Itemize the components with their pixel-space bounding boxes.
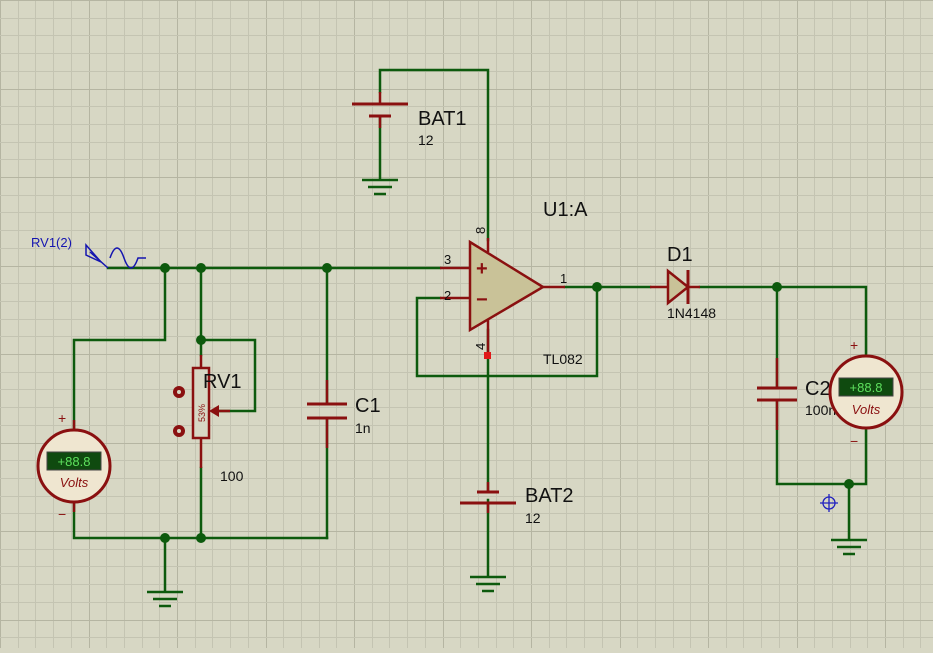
opamp-part-label: TL082 bbox=[543, 351, 583, 367]
pot-wiper-arrow bbox=[209, 405, 219, 417]
wire-bat1-top[interactable] bbox=[378, 68, 490, 242]
opamp-pin4-label: 4 bbox=[473, 343, 488, 350]
opamp-ref-label: U1:A bbox=[543, 199, 588, 221]
wire-c2-bottom[interactable] bbox=[775, 398, 868, 486]
ground-symbol-left bbox=[147, 590, 183, 608]
diode-ref-label: D1 bbox=[667, 244, 693, 266]
bat2-ref-label: BAT2 bbox=[525, 485, 574, 507]
meter-reading: +88.8 bbox=[850, 380, 883, 395]
junction-dot bbox=[772, 282, 782, 292]
meter-reading: +88.8 bbox=[58, 454, 91, 469]
meter-minus-label: − bbox=[58, 506, 66, 522]
wire-left-meter-top[interactable] bbox=[72, 266, 167, 434]
junctions bbox=[160, 263, 854, 543]
ground-symbol-bat1 bbox=[362, 178, 398, 196]
probe-arrow-icon bbox=[85, 243, 102, 263]
junction-dot bbox=[196, 335, 206, 345]
c2-value-label: 100n bbox=[805, 402, 836, 418]
diode-d1[interactable]: D1 1N4148 bbox=[650, 244, 716, 321]
bat1-ref-label: BAT1 bbox=[418, 108, 467, 130]
opamp-pin8-label: 8 bbox=[473, 227, 488, 234]
meter-unit-label: Volts bbox=[60, 475, 89, 490]
junction-dot bbox=[160, 533, 170, 543]
pot-decrement-button[interactable] bbox=[173, 425, 185, 437]
opamp-pin3-label: 3 bbox=[444, 252, 451, 267]
rv1-value-label: 100 bbox=[220, 468, 244, 484]
junction-dot bbox=[160, 263, 170, 273]
voltmeter-left[interactable]: +88.8 Volts + − bbox=[36, 410, 112, 522]
c2-ref-label: C2 bbox=[805, 378, 831, 400]
capacitor-c1[interactable]: C1 1n bbox=[307, 380, 381, 448]
bat2-value-label: 12 bbox=[525, 510, 541, 526]
opamp-pin1-label: 1 bbox=[560, 271, 567, 286]
sine-wave-icon bbox=[109, 247, 146, 269]
origin-marker-icon bbox=[820, 494, 838, 512]
opamp-plus-sign: + bbox=[476, 258, 488, 280]
opamp-minus-sign: − bbox=[476, 289, 488, 311]
meter-display bbox=[46, 451, 102, 471]
junction-dot bbox=[196, 533, 206, 543]
wires[interactable] bbox=[72, 68, 868, 592]
voltmeter-right[interactable]: +88.8 Volts + − bbox=[828, 337, 904, 449]
meter-unit-label: Volts bbox=[852, 402, 881, 417]
opamp-pin2-label: 2 bbox=[444, 288, 451, 303]
potentiometer-rv1[interactable]: 53% RV1 100 bbox=[173, 355, 244, 484]
pin-marker bbox=[484, 352, 491, 359]
junction-dot bbox=[196, 263, 206, 273]
opamp-body bbox=[468, 239, 546, 333]
ground-symbol-right bbox=[831, 538, 867, 556]
junction-dot bbox=[844, 479, 854, 489]
wire-feedback[interactable] bbox=[415, 285, 599, 378]
diode-triangle bbox=[666, 268, 691, 306]
junction-dot bbox=[322, 263, 332, 273]
battery-bat1[interactable]: BAT1 12 bbox=[352, 92, 467, 148]
bat1-value-label: 12 bbox=[418, 132, 434, 148]
junction-dot bbox=[592, 282, 602, 292]
capacitor-c2[interactable]: C2 100n bbox=[757, 358, 836, 430]
probe-lead bbox=[89, 251, 109, 269]
c1-ref-label: C1 bbox=[355, 395, 381, 417]
meter-display bbox=[838, 377, 894, 397]
ground-symbol-bat2 bbox=[470, 575, 506, 593]
voltage-probe[interactable]: RV1(2) bbox=[31, 235, 146, 269]
pot-increment-button[interactable] bbox=[173, 386, 185, 398]
meter-plus-label: + bbox=[58, 410, 66, 426]
wire-rv1-wiper[interactable] bbox=[199, 338, 257, 413]
probe-label: RV1(2) bbox=[31, 235, 72, 250]
meter-minus-label: − bbox=[850, 433, 858, 449]
wire-diode-out[interactable] bbox=[698, 285, 868, 358]
rv1-ref-label: RV1 bbox=[203, 371, 242, 393]
wire-left-meter-bottom[interactable] bbox=[72, 498, 329, 540]
diode-part-label: 1N4148 bbox=[667, 305, 716, 321]
meter-plus-label: + bbox=[850, 337, 858, 353]
battery-bat2[interactable]: BAT2 12 bbox=[460, 482, 574, 526]
c1-value-label: 1n bbox=[355, 420, 371, 436]
pot-wiper-position: 53% bbox=[197, 404, 207, 422]
opamp-u1a[interactable]: + − 3 2 1 8 4 U1:A TL082 bbox=[440, 199, 588, 367]
